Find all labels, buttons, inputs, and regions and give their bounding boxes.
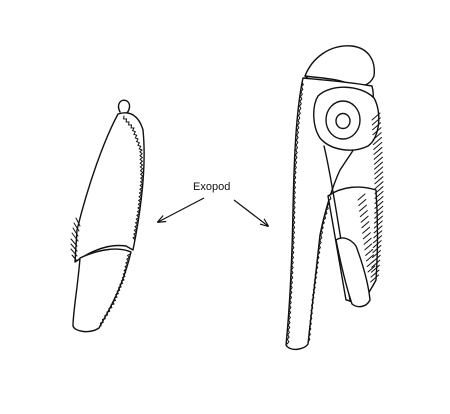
left-setae — [70, 217, 81, 262]
inner-seta — [359, 210, 368, 218]
right-seta — [372, 132, 382, 141]
right-seta — [371, 112, 381, 121]
right-basal-cap — [304, 45, 375, 87]
right-seta — [374, 181, 384, 190]
right-seta — [370, 264, 380, 273]
right-seta — [374, 196, 384, 204]
left-serration-lower — [99, 253, 131, 327]
right-seta — [370, 274, 380, 283]
left-serration-upper — [123, 115, 144, 241]
exopod-label: Exopod — [193, 181, 230, 193]
right-seta — [374, 205, 384, 214]
right-seta — [374, 176, 384, 185]
left-appendage — [70, 99, 145, 333]
right-seta — [370, 269, 380, 278]
right-socket-outer — [313, 86, 380, 151]
inner-seta — [361, 221, 370, 229]
right-seta — [373, 220, 383, 229]
right-seta — [374, 161, 383, 170]
right-inner-lobe — [335, 237, 371, 308]
inner-seta — [364, 243, 373, 251]
right-seta — [373, 230, 383, 239]
right-appendage — [285, 45, 384, 351]
right-seta — [374, 191, 384, 199]
inner-seta — [367, 265, 376, 273]
right-seta — [373, 235, 382, 244]
inner-seta — [360, 215, 369, 223]
right-crenulation-inner — [307, 195, 332, 343]
left-exopod — [72, 248, 132, 333]
right-seta — [372, 245, 382, 253]
inner-seta — [362, 232, 371, 240]
right-socket-center — [335, 112, 351, 130]
inner-seta — [366, 254, 374, 262]
right-seta — [371, 117, 381, 126]
left-appendage-knob — [117, 99, 131, 115]
left-upper-segment — [74, 112, 145, 263]
right-seta — [374, 166, 384, 175]
right-seta — [373, 225, 383, 234]
arrow-to-left-exopod — [158, 197, 205, 222]
right-seta — [373, 151, 383, 160]
inner-seta — [357, 193, 366, 201]
right-seta — [374, 210, 384, 219]
right-setae-fringe — [357, 112, 384, 283]
inner-seta — [358, 199, 367, 206]
right-seta — [371, 259, 381, 268]
right-seta — [373, 146, 383, 155]
right-seta — [373, 142, 383, 150]
inner-seta — [366, 260, 375, 267]
inner-seta — [359, 204, 367, 212]
right-socket-ring — [325, 100, 361, 140]
arrow-to-right-exopod — [233, 199, 268, 226]
right-seta — [372, 250, 381, 258]
right-seta — [374, 200, 384, 209]
right-seta — [373, 137, 382, 145]
right-seta — [374, 215, 383, 224]
right-crenulation-outer — [286, 81, 304, 345]
right-seta — [372, 122, 382, 131]
right-seta — [374, 186, 384, 195]
inner-seta — [362, 226, 371, 234]
right-seta — [373, 156, 383, 165]
inner-seta — [363, 237, 372, 245]
right-seta — [374, 171, 384, 180]
right-seta — [372, 240, 382, 249]
inner-seta — [365, 248, 374, 256]
right-seta — [372, 127, 382, 136]
